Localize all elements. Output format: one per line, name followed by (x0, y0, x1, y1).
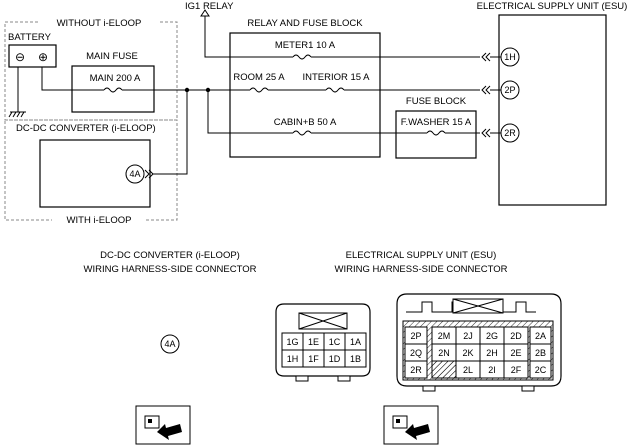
connector-cavity (503, 360, 529, 379)
connector-pin-label: 2D (510, 331, 522, 341)
cabin-b-fuse-icon (292, 130, 312, 136)
esu-box (498, 14, 607, 206)
fuse-block-label: FUSE BLOCK (406, 96, 467, 107)
esu-view-direction-icon (383, 405, 439, 445)
connector-pin-label: 1A (350, 337, 361, 347)
connector-pin-label: 1B (350, 354, 361, 364)
esu-label: ELECTRICAL SUPPLY UNIT (ESU) (477, 1, 628, 12)
connector-pin-label: 2N (438, 348, 450, 358)
connector-pin-label: 2F (511, 365, 522, 375)
connector-pin-label: 1H (287, 354, 299, 364)
ig1-relay-label: IG1 RELAY (185, 1, 234, 12)
connector-pin-label: 1G (286, 337, 298, 347)
connector-pin-label: 2I (488, 365, 496, 375)
with-ieloop-label: WITH i-ELOOP (67, 215, 132, 226)
dcdc-wire (153, 90, 188, 175)
pin-4a-label: 4A (129, 169, 140, 179)
ground-icon (8, 111, 26, 118)
dcdc-connector-pin: 4A (164, 339, 175, 349)
pin-1h-label: 1H (504, 52, 516, 62)
connector-pin-label: 2A (535, 331, 546, 341)
f-washer-fuse-label: F.WASHER 15 A (401, 117, 472, 128)
connector-pin-label: 1D (329, 354, 341, 364)
blank-cavity (431, 360, 457, 379)
connector-1h-icon (481, 52, 491, 62)
esu-connector-2: 2P 2Q 2R 2M 2J 2G 2D 2N 2K 2H 2E 2L 2I 2F 2A 2B 2C (396, 293, 562, 392)
lock-tab-icon (452, 298, 504, 314)
connector-pin-label: 2L (463, 365, 473, 375)
f-washer-fuse-icon (426, 130, 446, 136)
meter1-fuse-label: METER1 10 A (275, 40, 336, 51)
dcdc-view-direction-icon (135, 405, 191, 445)
pin-2r-label: 2R (504, 128, 516, 138)
battery (8, 44, 57, 68)
battery-minus-icon: ⊖ (15, 50, 25, 64)
without-ieloop-label: WITHOUT i-ELOOP (57, 18, 142, 29)
connector-pin-label: 2B (535, 348, 546, 358)
pin-2p-label: 2P (504, 85, 515, 95)
connector-pin-label: 2K (462, 348, 473, 358)
room-fuse-label: ROOM 25 A (233, 72, 285, 83)
meter1-fuse-icon (292, 54, 312, 60)
battery-label: BATTERY (8, 32, 52, 43)
esu-connector-title-1: ELECTRICAL SUPPLY UNIT (ESU) (346, 250, 497, 261)
esu-connector-title-2: WIRING HARNESS-SIDE CONNECTOR (335, 264, 508, 275)
relay-fuse-block-label: RELAY AND FUSE BLOCK (247, 18, 363, 29)
connector-pin-label: 2E (510, 348, 521, 358)
battery-positive-wire (41, 67, 72, 91)
main-fuse-label: MAIN 200 A (90, 73, 141, 84)
interior-fuse-icon (325, 87, 345, 93)
connector-2r-icon (481, 128, 491, 138)
esu-connector-1: 1G 1E 1C 1A 1H 1F 1D 1B (275, 303, 371, 382)
connector-cavity (404, 360, 428, 379)
connector-pin-label: 2C (535, 365, 547, 375)
connector-pin-label: 1C (329, 337, 341, 347)
connector-pin-label: 2M (438, 331, 451, 341)
connector-cavity (529, 360, 552, 379)
connector-pin-label: 2J (463, 331, 473, 341)
ig1-relay-arrow-icon (200, 9, 210, 17)
connector-2p-icon (481, 85, 491, 95)
connector-pin-label: 2P (410, 331, 421, 341)
cabin-branch-wire (207, 90, 230, 134)
connector-pin-label: 2R (410, 365, 422, 375)
lock-tab-icon (298, 312, 348, 330)
dcdc-connector-title-2: WIRING HARNESS-SIDE CONNECTOR (84, 264, 257, 275)
connector-pin-label: 2G (486, 331, 498, 341)
connector-pin-label: 1E (308, 337, 319, 347)
connector-cavity (344, 349, 367, 368)
dcdc-converter-label: DC-DC CONVERTER (i-ELOOP) (16, 123, 156, 134)
main-fuse-title: MAIN FUSE (86, 51, 138, 62)
interior-fuse-label: INTERIOR 15 A (302, 72, 370, 83)
main-fuse-box (71, 65, 155, 113)
room-fuse-icon (249, 87, 269, 93)
connector-pin-label: 1F (308, 354, 319, 364)
dcdc-connector-title-1: DC-DC CONVERTER (i-ELOOP) (100, 250, 240, 261)
main-fuse-icon (103, 87, 123, 93)
relay-fuse-block (229, 32, 381, 158)
ig1-relay-wire (204, 16, 230, 58)
battery-plus-icon: ⊕ (38, 50, 48, 64)
cabin-b-fuse-label: CABIN+B 50 A (274, 117, 337, 128)
connector-pin-label: 2Q (410, 348, 422, 358)
pin-4a-terminal (125, 164, 145, 184)
junction-1 (184, 87, 190, 93)
connector-pin-label: 2H (486, 348, 498, 358)
dcdc-connector-terminal (160, 334, 180, 354)
